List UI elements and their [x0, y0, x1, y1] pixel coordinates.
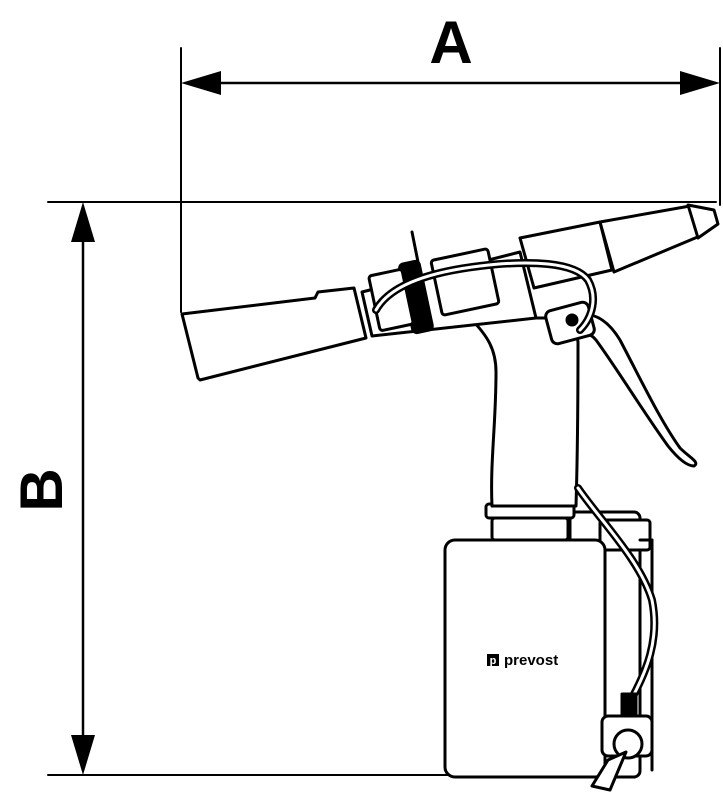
air-valve-swivel	[612, 728, 644, 760]
dimension-b-label: B	[8, 468, 75, 511]
air-valve-nut	[620, 692, 638, 718]
air-inlet-fitting	[590, 750, 628, 792]
nose-piece	[686, 203, 720, 240]
rivet-tool: p prevost	[180, 203, 720, 792]
brand-logo-letter: p	[490, 655, 497, 667]
pistol-grip	[468, 316, 580, 508]
grip-collar	[484, 502, 576, 542]
dimension-a-arrow-left	[181, 71, 221, 95]
dimension-a-arrow-right	[680, 71, 720, 95]
rear-handle	[180, 286, 368, 382]
brand-logo: p prevost	[487, 652, 558, 669]
air-hose-top-inner	[374, 261, 595, 332]
air-hose-down-inner	[576, 486, 656, 700]
body-barrel-front	[518, 220, 614, 290]
trigger-lever	[558, 312, 698, 468]
coupling-block-right	[429, 247, 501, 317]
dimension-b-arrow-top	[71, 202, 95, 242]
dimension-a: A	[180, 9, 721, 313]
brand-logo-box	[487, 654, 499, 666]
lock-ring-tab	[410, 230, 420, 264]
trigger-pivot-pin	[565, 313, 579, 327]
dimension-b-arrow-bottom	[71, 735, 95, 775]
grip-collar-ring-lower	[490, 516, 570, 542]
dimension-a-label: A	[429, 9, 472, 76]
dimension-b: B	[8, 201, 717, 776]
nose-barrel	[598, 204, 702, 274]
brand-name: prevost	[504, 652, 558, 669]
